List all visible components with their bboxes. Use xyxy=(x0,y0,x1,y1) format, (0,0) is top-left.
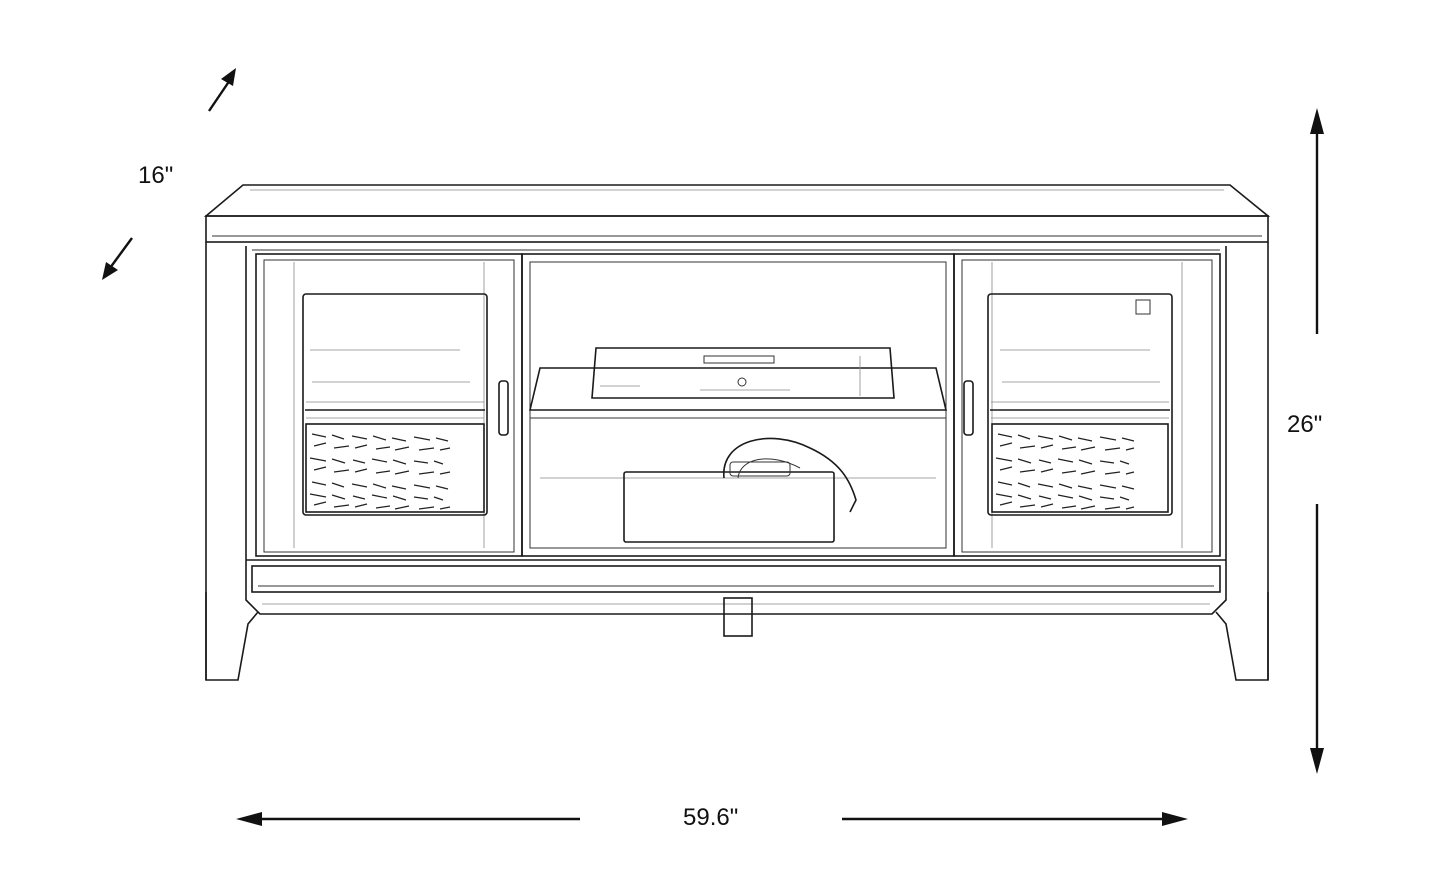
width-label: 59.6" xyxy=(683,804,739,831)
tv-stand xyxy=(203,184,1271,681)
height-arrow-icon xyxy=(1310,108,1324,774)
width-arrow-icon xyxy=(236,812,1188,826)
height-label: 26" xyxy=(1287,411,1323,438)
depth-arrow-icon xyxy=(102,68,236,280)
depth-label: 16" xyxy=(138,162,174,189)
